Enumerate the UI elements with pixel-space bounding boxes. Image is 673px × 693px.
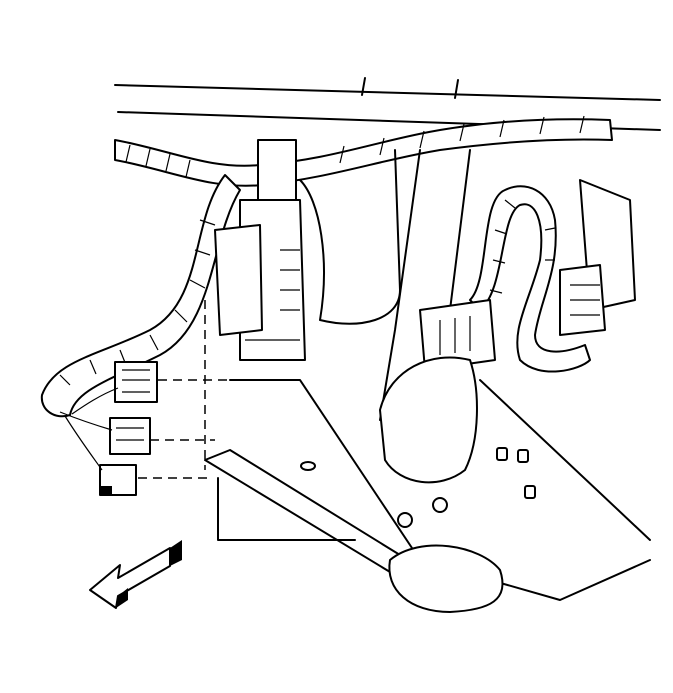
connector-right (559, 179, 636, 336)
connector-guide-lines (138, 300, 240, 479)
accelerator-pedal-arm (204, 449, 504, 613)
front-direction-arrow-icon (89, 540, 182, 609)
junction-block (214, 139, 306, 361)
accelerator-pedal-sensor (379, 299, 496, 528)
connector-wires (59, 387, 119, 471)
connector-middle-left (109, 417, 151, 455)
callout-bracket (217, 477, 356, 541)
harness-branch-left (40, 174, 241, 418)
connector-lower-left (99, 464, 137, 496)
connector-upper-left (114, 361, 158, 403)
bracket-slots (300, 447, 536, 499)
wiring-harness-main (114, 115, 613, 187)
steering-column-support (229, 149, 651, 601)
